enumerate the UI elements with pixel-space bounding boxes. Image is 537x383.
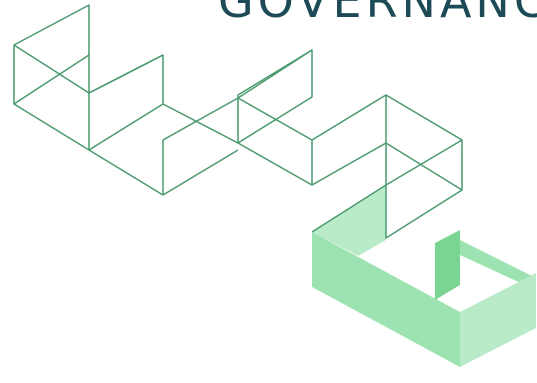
governance-headline: GOVERNANCE (218, 0, 537, 28)
solid-block-back-face (460, 240, 536, 290)
solid-block-top-face (312, 185, 386, 256)
solid-block-front-left-face (312, 232, 386, 327)
solid-blocks-icon (312, 185, 536, 367)
solid-block-inner-face (435, 230, 460, 300)
wireframe-cubes-icon (13, 4, 463, 239)
solid-block-side-face (460, 273, 536, 367)
solid-block-front-right-face (386, 272, 460, 367)
